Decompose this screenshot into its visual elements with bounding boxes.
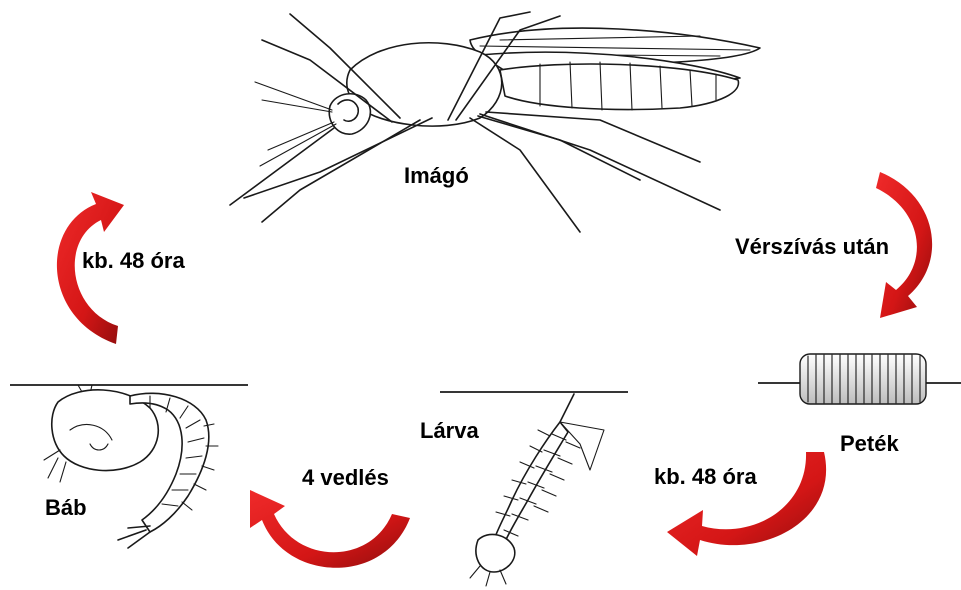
transition-label-larva-to-pupa: 4 vedlés xyxy=(302,467,389,489)
stage-label-larva: Lárva xyxy=(420,420,479,442)
transition-label-blood-meal: Vérszívás után xyxy=(735,236,889,258)
stage-label-eggs: Peték xyxy=(840,433,899,455)
transition-label-pupa-to-adult: kb. 48 óra xyxy=(82,250,185,272)
curved-arrow-icon xyxy=(250,490,410,568)
stage-label-adult: Imágó xyxy=(404,165,469,187)
transition-label-eggs-to-larva: kb. 48 óra xyxy=(654,466,757,488)
mosquito-adult-drawing xyxy=(230,12,760,232)
stage-label-pupa: Báb xyxy=(45,497,87,519)
egg-raft-drawing xyxy=(758,354,961,404)
pupa-drawing xyxy=(10,385,248,548)
